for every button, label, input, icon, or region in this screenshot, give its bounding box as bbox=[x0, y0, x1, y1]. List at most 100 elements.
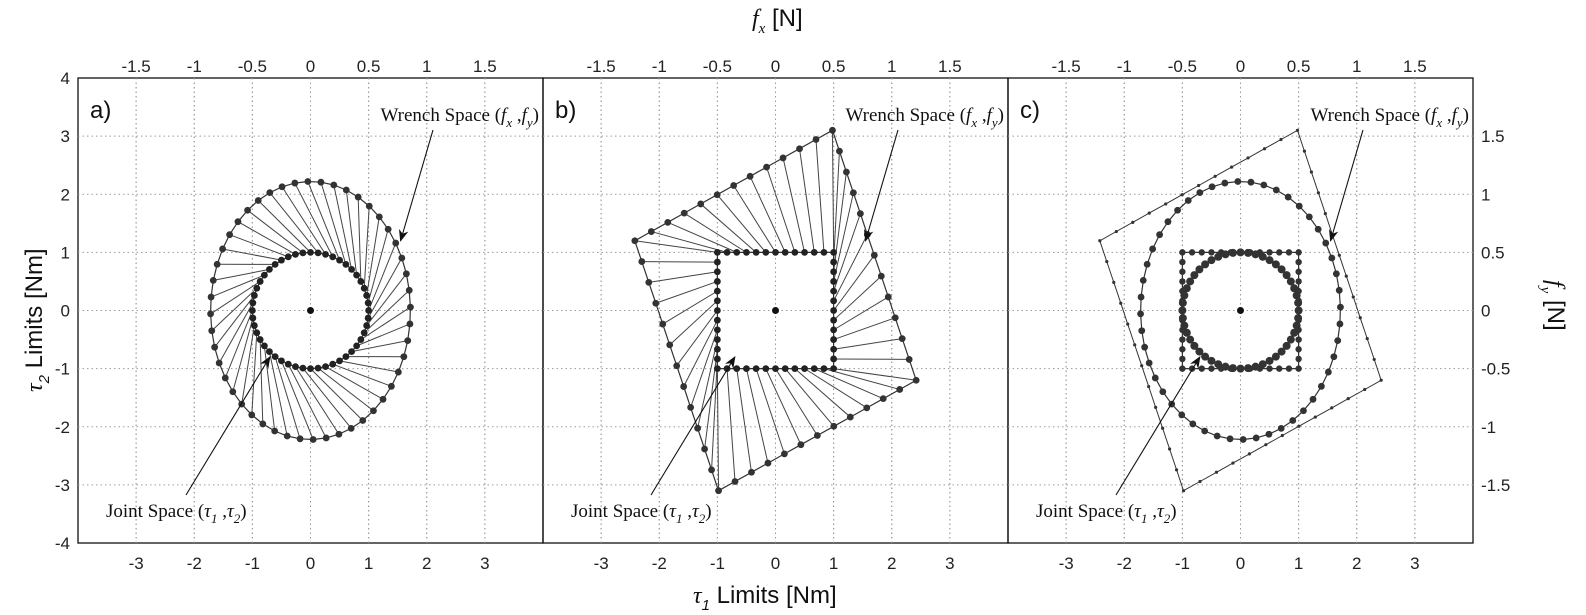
wrench-parallelogram-point bbox=[870, 251, 878, 259]
wrench-ellipse-point bbox=[219, 245, 227, 253]
mapping-line bbox=[683, 319, 718, 387]
wrench-parallelogram-point bbox=[1309, 170, 1314, 174]
joint-circle-point bbox=[1282, 271, 1291, 280]
wrench-ellipse-point bbox=[398, 254, 406, 262]
wrench-ellipse-point bbox=[1234, 178, 1242, 185]
top-tick-label: 0 bbox=[1236, 57, 1245, 76]
top-tick-label: 1.5 bbox=[473, 57, 497, 76]
wrench-parallelogram-point bbox=[659, 320, 667, 328]
y2-tick-label: -1 bbox=[1481, 418, 1496, 437]
mapping-line bbox=[775, 368, 818, 436]
wrench-parallelogram-point bbox=[846, 413, 854, 421]
mapping-line bbox=[745, 368, 769, 464]
top-tick-label: -1.5 bbox=[1051, 57, 1080, 76]
wrench-parallelogram-point bbox=[631, 237, 639, 245]
wrench-parallelogram-point bbox=[1330, 406, 1334, 410]
mapping-line bbox=[287, 363, 327, 439]
y2-tick-label: 0.5 bbox=[1481, 243, 1505, 262]
mapping-line bbox=[833, 151, 840, 263]
joint-circle-point bbox=[322, 363, 329, 371]
joint-circle-point bbox=[1271, 352, 1280, 361]
y-tick-label: -3 bbox=[55, 476, 70, 495]
mapping-line bbox=[700, 203, 757, 253]
mapping-line bbox=[224, 310, 253, 379]
y2-tick-label: 1.5 bbox=[1481, 127, 1505, 146]
wrench-parallelogram-point bbox=[708, 466, 715, 474]
mapping-line bbox=[247, 209, 304, 254]
wrench-parallelogram-point bbox=[1379, 378, 1383, 382]
joint-square-point bbox=[713, 297, 721, 305]
mapping-line bbox=[716, 194, 767, 253]
wrench-parallelogram-point bbox=[1133, 343, 1137, 347]
joint-square-point bbox=[820, 248, 828, 256]
mapping-line bbox=[662, 290, 718, 325]
joint-square-point bbox=[762, 365, 770, 373]
wrench-parallelogram-point bbox=[1229, 165, 1234, 169]
mapping-line bbox=[683, 212, 747, 253]
mapping-line bbox=[749, 176, 786, 253]
wrench-ellipse-point bbox=[1226, 435, 1234, 443]
joint-square-point bbox=[810, 248, 818, 256]
wrench-ellipse-point bbox=[283, 432, 291, 440]
wrench-parallelogram-point bbox=[1246, 156, 1250, 160]
joint-space-label: Joint Space (τ1 ,τ2) bbox=[106, 501, 247, 526]
wrench-parallelogram-point bbox=[1126, 322, 1130, 326]
wrench-parallelogram-point bbox=[1262, 147, 1267, 151]
joint-circle-point bbox=[363, 292, 371, 299]
top-tick-label: 1 bbox=[422, 57, 431, 76]
y2-tick-label: -1.5 bbox=[1481, 476, 1510, 495]
mapping-line bbox=[281, 186, 326, 255]
wrench-parallelogram-point bbox=[813, 432, 821, 439]
wrench-ellipse-point bbox=[1145, 359, 1153, 367]
mapping-line bbox=[736, 368, 752, 473]
y-tick-label: 1 bbox=[61, 243, 70, 262]
mapping-line bbox=[755, 368, 785, 455]
joint-circle-point bbox=[256, 336, 264, 343]
joint-square-point bbox=[1266, 249, 1273, 256]
joint-circle-point bbox=[1236, 248, 1245, 257]
joint-circle-point bbox=[348, 265, 356, 273]
joint-square-point bbox=[830, 278, 838, 285]
wrench-ellipse-point bbox=[1239, 436, 1247, 443]
mapping-line bbox=[259, 339, 264, 424]
wrench-parallelogram-point bbox=[1197, 183, 1201, 188]
top-tick-label: 0 bbox=[771, 57, 780, 76]
x-tick-label: -1 bbox=[1175, 554, 1190, 573]
x-tick-label: -1 bbox=[710, 554, 725, 573]
joint-square-point bbox=[713, 316, 721, 324]
wrench-parallelogram-point bbox=[1198, 479, 1202, 484]
mapping-line bbox=[269, 192, 319, 254]
mapping-line bbox=[794, 368, 851, 418]
joint-circle-point bbox=[357, 278, 365, 285]
mapping-line bbox=[833, 338, 903, 350]
x-tick-label: -3 bbox=[129, 554, 144, 573]
joint-circle-point bbox=[299, 364, 307, 372]
joint-circle-point bbox=[364, 314, 372, 322]
wrench-ellipse-point bbox=[1139, 277, 1147, 284]
mapping-line bbox=[366, 273, 407, 326]
wrench-space-label: Wrench Space (fx ,fy) bbox=[1310, 105, 1469, 130]
wrench-ellipse-point bbox=[405, 286, 413, 294]
wrench-parallelogram-point bbox=[1337, 253, 1341, 257]
wrench-ellipse-point bbox=[226, 231, 234, 239]
wrench-parallelogram-point bbox=[830, 422, 838, 430]
wrench-ellipse-point bbox=[291, 179, 299, 187]
mapping-line bbox=[733, 185, 776, 253]
joint-arrow bbox=[185, 355, 271, 496]
wrench-ellipse-point bbox=[1143, 260, 1151, 268]
wrench-parallelogram-point bbox=[645, 279, 653, 286]
origin-point bbox=[1237, 307, 1244, 314]
wrench-ellipse-point bbox=[1247, 178, 1255, 186]
wrench-ellipse-point bbox=[400, 353, 408, 361]
joint-circle-point bbox=[1277, 265, 1286, 274]
wrench-ellipse-point bbox=[1289, 417, 1297, 424]
mapping-line bbox=[766, 166, 796, 253]
wrench-parallelogram-point bbox=[1323, 212, 1327, 216]
joint-circle-point bbox=[299, 249, 307, 257]
wrench-ellipse-point bbox=[278, 183, 286, 191]
svg-text:fx [N]: fx [N] bbox=[752, 5, 803, 37]
grid bbox=[1008, 78, 1473, 543]
mapping-line bbox=[367, 229, 389, 304]
